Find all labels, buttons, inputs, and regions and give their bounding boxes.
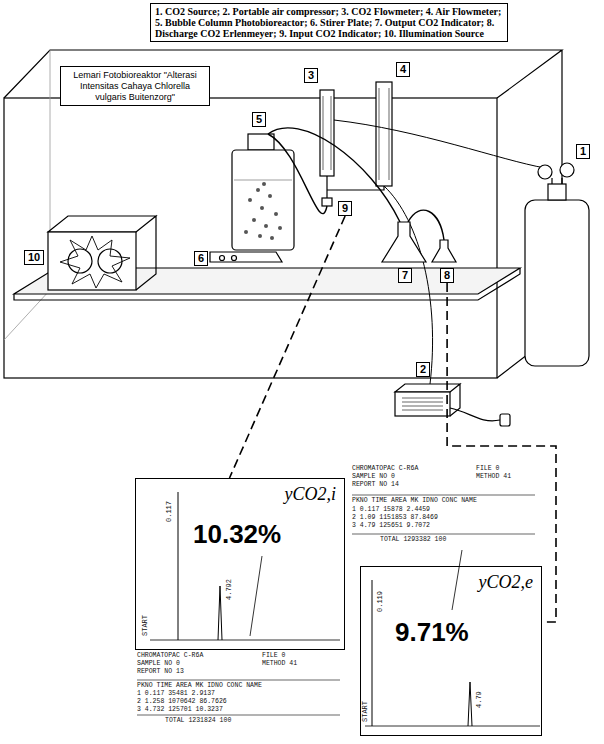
input-indicator	[322, 198, 332, 206]
printout-rule	[137, 680, 340, 715]
printout-text: 1 0.117 15878 2.4459	[352, 507, 430, 514]
chromatogram-peak	[218, 586, 222, 640]
plug	[500, 414, 510, 426]
node-text: Lemari Fotobioreaktor "Alterasi Intensit…	[66, 70, 204, 102]
cabinet-front	[4, 98, 497, 378]
co2-percentage: 9.71%	[395, 619, 469, 645]
callout-number: 7	[398, 268, 412, 283]
gas-tube	[268, 134, 327, 214]
callout-number: 9	[338, 201, 352, 216]
cabinet-side	[4, 50, 562, 378]
printout-text: PKNO TIME AREA MK IDNO CONC NAME	[352, 498, 477, 505]
co2-flowmeter	[320, 90, 334, 176]
printout-text: 2 1.258 1070642 86.7626	[137, 699, 227, 706]
sample-line	[447, 283, 556, 622]
printout-text: SAMPLE NO 0	[352, 474, 395, 481]
printout-text: TOTAL 1293382 100	[380, 537, 446, 544]
lamp-bulb	[68, 249, 92, 273]
mole-fraction-symbol: yCO2,e	[479, 573, 533, 591]
air-compressor	[395, 392, 450, 416]
node-text: 3	[308, 69, 314, 82]
co2-hose	[334, 120, 545, 168]
printout-text: FILE 0	[476, 466, 499, 473]
peak-label: 0.119	[377, 591, 384, 612]
peak-label: 4.79	[476, 691, 483, 708]
printout-text: 3 4.732 125701 10.3237	[137, 707, 223, 714]
node-text: 10	[28, 251, 40, 264]
callout-number: 2	[416, 362, 430, 377]
sample-line	[230, 216, 346, 478]
peak-label: 0.117	[166, 501, 173, 522]
printout-text: REPORT NO 14	[352, 482, 399, 489]
air-tube	[384, 186, 433, 384]
regulator-gauge	[560, 163, 574, 177]
node-text: 7	[402, 269, 408, 282]
callout-number: 3	[304, 68, 318, 83]
node-text: 4	[400, 63, 406, 76]
printout-rule	[352, 495, 535, 534]
gas-tube	[408, 210, 444, 240]
reactor-column	[232, 150, 294, 250]
node-text: 2	[420, 363, 426, 376]
lamp-bulb	[98, 249, 122, 273]
callout-number: 5	[252, 112, 266, 127]
printout-text: SAMPLE NO 0	[137, 661, 180, 668]
leader-line	[250, 556, 262, 636]
peak-label: START	[362, 701, 369, 722]
callout-number: 1	[576, 144, 590, 159]
lamp-housing	[48, 216, 156, 290]
chromatogram-inset: yCO2,e 9.71%	[360, 566, 542, 736]
printout-text: 1 0.117 35481 2.9137	[137, 691, 215, 698]
printout-text: CHROMATOPAC C-R6A	[352, 466, 418, 473]
bubbles	[244, 182, 282, 240]
reactor-cap	[248, 134, 274, 150]
printout-text: TOTAL 1231824 100	[165, 718, 231, 725]
printout-text: FILE 0	[262, 653, 285, 660]
chromatogram-baseline	[365, 726, 540, 727]
power-cord	[450, 408, 500, 421]
node-text: 5	[256, 113, 262, 126]
callout-number: 6	[194, 251, 208, 266]
node-text: 8	[444, 269, 450, 282]
callout-number: 8	[440, 268, 454, 283]
output-erlenmeyer	[382, 222, 426, 262]
discharge-erlenmeyer	[432, 240, 456, 262]
printout-text: REPORT NO 13	[137, 669, 184, 676]
cabinet-label: Lemari Fotobioreaktor "Alterasi Intensit…	[60, 66, 210, 106]
peak-label: START	[142, 615, 149, 636]
printout-text: 2 1.09 1151853 87.8469	[352, 515, 438, 522]
regulator-gauge	[538, 165, 552, 179]
printout-text: 3 4.79 125651 9.7072	[352, 523, 430, 530]
gas-tube	[268, 128, 400, 222]
lamp-front	[48, 232, 136, 290]
stirrer-plate	[210, 252, 282, 262]
chromatogram-peak	[468, 682, 472, 726]
printout-text: METHOD 41	[262, 661, 297, 668]
chromatogram-peak	[178, 492, 179, 640]
callout-number: 4	[396, 62, 410, 77]
printout-text: CHROMATOPAC C-R6A	[137, 653, 203, 660]
air-flowmeter	[376, 82, 392, 186]
chromatogram-peak	[372, 580, 373, 726]
node-text: 1. CO2 Source; 2. Portable air compresso…	[155, 6, 503, 39]
leader-line	[452, 550, 462, 610]
printout-text: PKNO TIME AREA MK IDNO CONC NAME	[137, 683, 262, 690]
callout-number: 10	[24, 250, 44, 265]
peak-label: 4.792	[226, 579, 233, 600]
co2-cylinder	[525, 200, 589, 366]
node-text: 1	[580, 145, 586, 158]
mole-fraction-symbol: yCO2,i	[285, 485, 337, 503]
node-text: 9	[342, 202, 348, 215]
node-text: 6	[198, 252, 204, 265]
cabinet-back-edge	[4, 50, 50, 340]
light-burst	[60, 236, 130, 288]
printout-text: METHOD 41	[476, 474, 511, 481]
flowmeter-joint	[327, 176, 384, 198]
co2-percentage: 10.32%	[193, 521, 281, 547]
legend-box: 1. CO2 Source; 2. Portable air compresso…	[150, 3, 508, 42]
air-compressor	[395, 384, 460, 416]
